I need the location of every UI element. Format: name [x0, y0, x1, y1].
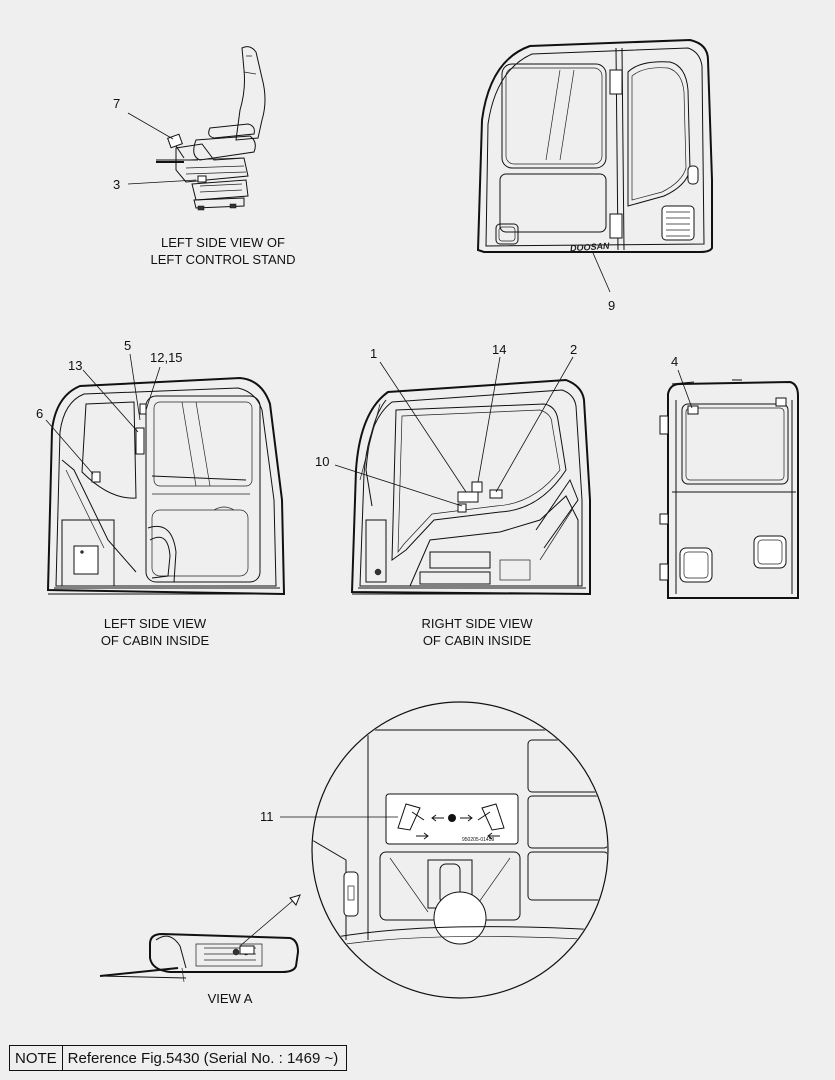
- caption-left-control-stand: LEFT SIDE VIEW OF LEFT CONTROL STAND: [118, 234, 328, 268]
- leader-4: [677, 369, 693, 409]
- callout-13: 13: [68, 358, 82, 373]
- callout-4: 4: [671, 354, 678, 369]
- callout-11: 11: [260, 809, 274, 824]
- note-box: NOTE Reference Fig.5430 (Serial No. : 14…: [9, 1045, 348, 1071]
- caption-line: VIEW A: [207, 991, 253, 1006]
- callout-9: 9: [608, 298, 615, 313]
- caption-right-cabin-inside: RIGHT SIDE VIEW OF CABIN INSIDE: [392, 615, 562, 649]
- caption-line: OF CABIN INSIDE: [100, 633, 210, 648]
- callout-14: 14: [492, 342, 506, 357]
- cabin-right-inside-illustration: 1 14 2 10: [315, 342, 591, 596]
- leader-13: [82, 369, 139, 433]
- callout-1: 1: [370, 346, 377, 361]
- caption-line: LEFT SIDE VIEW: [103, 616, 207, 631]
- cabin-rear-illustration: 4: [659, 354, 799, 599]
- callout-3: 3: [113, 177, 120, 192]
- cabin-left-inside-illustration: 5 12,15 13 6: [36, 338, 286, 596]
- cabin-exterior-illustration: DOOSAN 9: [476, 38, 713, 313]
- leader-5: [129, 353, 141, 421]
- callout-5: 5: [124, 338, 131, 353]
- caption-line: RIGHT SIDE VIEW: [421, 616, 533, 631]
- seat-control-stand-illustration: 7 3: [113, 46, 266, 211]
- leader-10: [334, 464, 463, 507]
- note-text: Reference Fig.5430 (Serial No. : 1469 ~): [67, 1049, 339, 1067]
- view-a-console-illustration: [99, 932, 300, 983]
- caption-line: OF CABIN INSIDE: [422, 633, 532, 648]
- note-label: NOTE: [10, 1046, 63, 1070]
- leader-1: [379, 361, 467, 493]
- caption-line: LEFT CONTROL STAND: [150, 252, 296, 267]
- callout-10: 10: [315, 454, 329, 469]
- view-a-arrow: [239, 897, 297, 947]
- leader-9: [592, 252, 611, 293]
- decal-code: 950205-01459: [462, 837, 494, 843]
- leader-7: [127, 112, 174, 140]
- leader-12-15: [145, 366, 161, 411]
- callout-12-15: 12,15: [150, 350, 183, 365]
- brand-decal-text: DOOSAN: [570, 241, 611, 254]
- callout-7: 7: [113, 96, 120, 111]
- leader-2: [495, 356, 574, 493]
- callout-6: 6: [36, 406, 43, 421]
- caption-left-cabin-inside: LEFT SIDE VIEW OF CABIN INSIDE: [70, 615, 240, 649]
- leader-14: [477, 356, 501, 483]
- caption-view-a: VIEW A: [180, 990, 280, 1007]
- callout-2: 2: [570, 342, 577, 357]
- leader-3: [127, 179, 197, 185]
- leader-6: [45, 419, 94, 475]
- view-a-detail-illustration: 950205-01459 11: [239, 701, 609, 999]
- caption-line: LEFT SIDE VIEW OF: [160, 235, 285, 250]
